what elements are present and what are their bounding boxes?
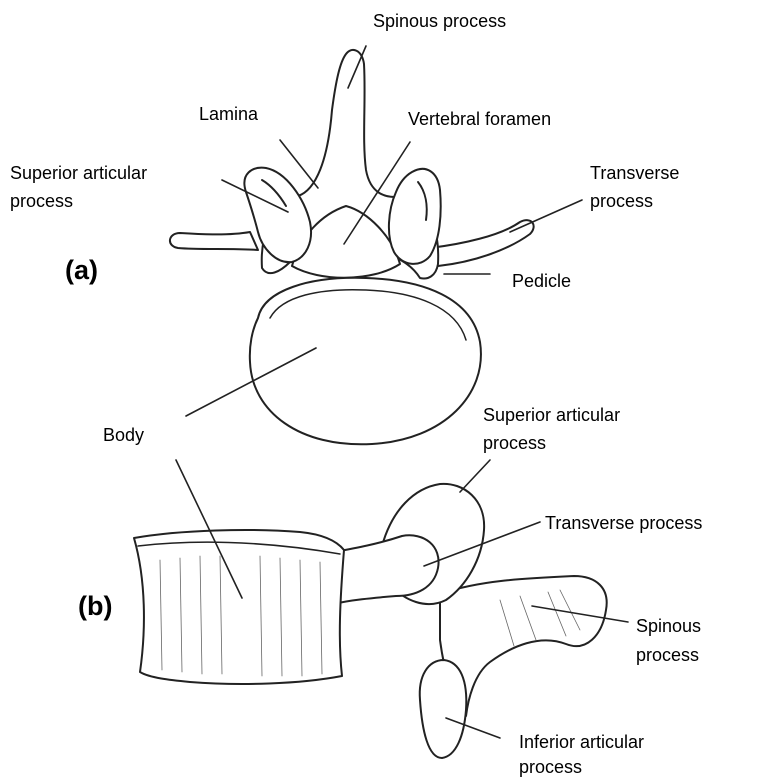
left-transverse-process-shape: [170, 232, 258, 250]
label-inferior-articular-line1: Inferior articular: [519, 731, 644, 753]
label-transverse-a-line2: process: [590, 190, 653, 212]
label-pedicle: Pedicle: [512, 270, 571, 292]
label-superior-articular-a-line2: process: [10, 190, 73, 212]
vertebral-body-lateral-shape: [134, 530, 344, 684]
label-superior-articular-b-line2: process: [483, 432, 546, 454]
panel-a-letter: (a): [65, 255, 98, 285]
vertebra-lateral-view: [134, 484, 607, 758]
label-superior-articular-a-line1: Superior articular: [10, 162, 147, 184]
inferior-articular-lateral-shape: [420, 660, 467, 758]
leader-transverse-a: [510, 200, 582, 232]
right-superior-articular-shape: [389, 169, 441, 264]
label-body: Body: [103, 424, 144, 446]
label-lamina: Lamina: [199, 103, 258, 125]
label-transverse-b: Transverse process: [545, 512, 702, 534]
label-spinous-b-line1: Spinous: [636, 615, 701, 637]
label-vertebral-foramen: Vertebral foramen: [408, 108, 551, 130]
label-spinous-process-a: Spinous process: [373, 10, 506, 32]
label-superior-articular-b-line1: Superior articular: [483, 404, 620, 426]
leader-superior-articular-b: [460, 460, 490, 492]
right-transverse-process-shape: [430, 220, 534, 266]
panel-b-letter: (b): [78, 591, 112, 621]
label-transverse-a-line1: Transverse: [590, 162, 679, 184]
label-inferior-articular-line2: process: [519, 756, 582, 778]
label-spinous-b-line2: process: [636, 644, 699, 666]
